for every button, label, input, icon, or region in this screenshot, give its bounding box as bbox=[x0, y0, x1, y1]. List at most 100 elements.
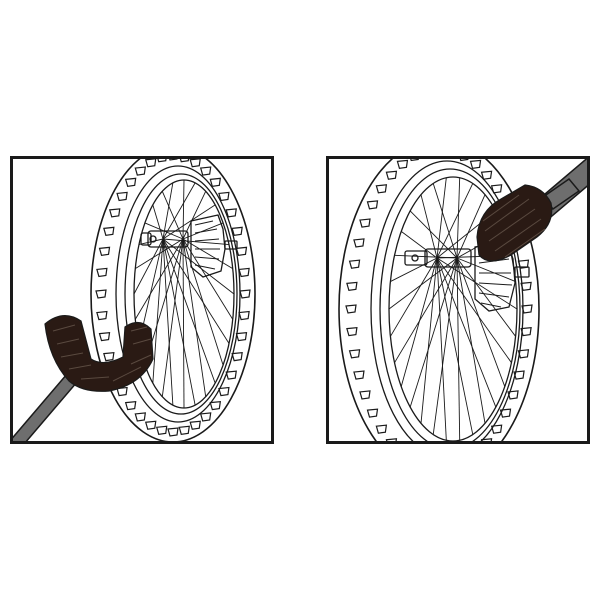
tread-block bbox=[144, 420, 157, 430]
tread-block bbox=[235, 246, 248, 257]
tread-block bbox=[490, 184, 503, 194]
tread-block bbox=[375, 184, 388, 194]
spoke bbox=[436, 183, 474, 259]
tread-block bbox=[490, 424, 503, 434]
spoke bbox=[456, 194, 486, 259]
tire-brush-icon bbox=[13, 315, 154, 441]
tread-block bbox=[103, 226, 115, 237]
tread-block bbox=[348, 259, 361, 269]
spoke bbox=[182, 238, 224, 366]
spoke bbox=[390, 257, 438, 282]
spoke bbox=[162, 238, 196, 406]
tread-block bbox=[353, 370, 365, 380]
tread-block bbox=[225, 370, 237, 380]
spoke bbox=[162, 182, 196, 240]
spoke bbox=[420, 257, 438, 424]
spoke bbox=[436, 257, 512, 363]
tread-block bbox=[155, 425, 168, 435]
spoke-brush-illustration bbox=[338, 159, 587, 441]
spoke bbox=[400, 231, 438, 259]
tread-block bbox=[209, 400, 222, 411]
tread-block bbox=[359, 218, 371, 228]
spoke bbox=[456, 257, 516, 282]
tread-block bbox=[375, 424, 388, 434]
tread-block bbox=[218, 386, 230, 397]
spoke bbox=[436, 177, 447, 259]
tread-block bbox=[95, 289, 107, 299]
spoke bbox=[409, 257, 458, 408]
spoke bbox=[394, 257, 458, 363]
cassette-icon bbox=[190, 214, 238, 278]
spoke bbox=[432, 183, 458, 259]
spoke bbox=[409, 210, 458, 259]
tread-block bbox=[144, 159, 157, 168]
bicycle-wheel-icon bbox=[90, 159, 256, 441]
tread-block bbox=[189, 159, 201, 168]
spoke bbox=[456, 257, 461, 441]
tread-block bbox=[199, 166, 212, 176]
tread-block bbox=[346, 326, 358, 337]
spoke bbox=[436, 257, 474, 435]
tread-block bbox=[179, 159, 190, 163]
tread-block bbox=[238, 267, 250, 278]
spoke bbox=[161, 238, 184, 397]
tread-block bbox=[238, 310, 250, 321]
tread-block bbox=[507, 390, 519, 400]
tread-block bbox=[231, 226, 243, 237]
tread-block bbox=[366, 200, 379, 210]
spoke bbox=[436, 257, 497, 408]
tread-block bbox=[385, 438, 398, 441]
spoke bbox=[456, 257, 516, 337]
spoke bbox=[162, 238, 230, 344]
bicycle-wheel-icon bbox=[338, 159, 540, 441]
spoke bbox=[152, 204, 164, 240]
tread-block bbox=[124, 400, 137, 411]
spoke bbox=[432, 257, 458, 435]
tread-block bbox=[513, 370, 525, 380]
tread-block bbox=[124, 177, 137, 188]
tread-block bbox=[98, 331, 111, 342]
tread-block bbox=[385, 170, 398, 180]
spoke bbox=[182, 238, 207, 397]
tread-block bbox=[520, 326, 532, 337]
tread-block bbox=[134, 166, 147, 176]
tread-block bbox=[480, 170, 493, 180]
tread-block bbox=[218, 191, 230, 202]
tread-block bbox=[116, 191, 128, 202]
tread-block bbox=[225, 208, 237, 218]
tread-block bbox=[116, 386, 128, 397]
spoke bbox=[456, 257, 506, 387]
illustration-panel-tire-brush bbox=[10, 156, 274, 444]
tread-block bbox=[167, 427, 179, 437]
spoke bbox=[456, 257, 486, 424]
tread-block bbox=[353, 238, 365, 248]
tread-block bbox=[469, 159, 482, 170]
tread-block bbox=[346, 281, 358, 292]
tread-block bbox=[366, 408, 379, 418]
spoke bbox=[133, 238, 164, 295]
tread-block bbox=[169, 159, 178, 161]
spoke bbox=[162, 204, 216, 240]
tread-block bbox=[98, 246, 111, 257]
illustration-panel-spoke-brush bbox=[326, 156, 590, 444]
tread-block bbox=[396, 159, 409, 170]
tread-block bbox=[235, 331, 248, 342]
tread-block bbox=[348, 349, 361, 359]
tread-block bbox=[521, 304, 533, 314]
spoke bbox=[182, 222, 224, 240]
tread-block bbox=[178, 425, 190, 435]
spoke bbox=[162, 238, 216, 384]
tread-block bbox=[209, 177, 222, 188]
tread-block bbox=[231, 351, 243, 362]
spoke bbox=[456, 177, 461, 259]
tread-block bbox=[157, 159, 167, 163]
spoke bbox=[162, 238, 230, 245]
spoke bbox=[152, 238, 164, 384]
tread-block bbox=[359, 390, 371, 400]
tread-block bbox=[480, 438, 493, 441]
tire-brush-illustration bbox=[13, 159, 256, 441]
spoke bbox=[390, 257, 438, 337]
tread-block bbox=[499, 408, 512, 418]
tread-block bbox=[239, 289, 251, 299]
spoke bbox=[182, 179, 185, 240]
